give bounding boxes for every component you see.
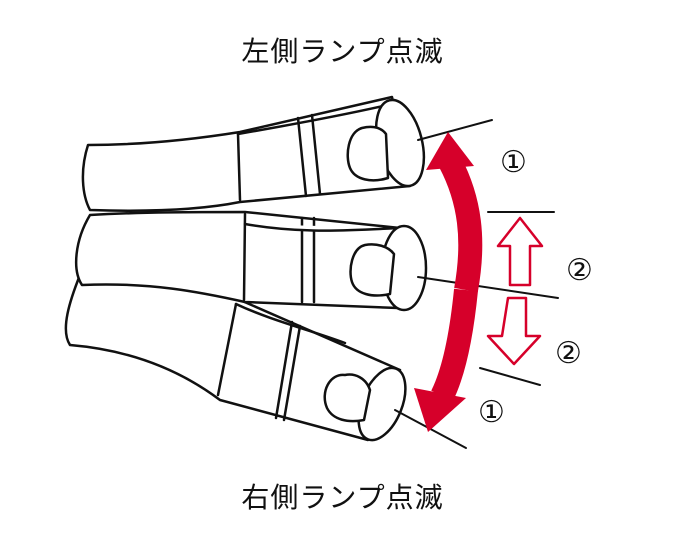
full-travel-arrow-upper-shaft xyxy=(439,156,483,293)
arrow-down-head xyxy=(414,388,466,432)
full-travel-arrow-lower-shaft xyxy=(431,288,478,402)
marker-half-up: ② xyxy=(566,253,593,288)
lever-right-turn-position xyxy=(64,273,407,442)
half-travel-down-arrow xyxy=(486,296,542,366)
arrow-up-head xyxy=(426,132,474,170)
lever-left-turn-position xyxy=(81,95,426,212)
lever-neutral-position xyxy=(75,210,428,312)
full-travel-arrow xyxy=(414,132,483,432)
marker-half-down: ② xyxy=(555,336,582,371)
left-turn-signal-label: 左側ランプ点滅 xyxy=(241,35,444,68)
leader-line-lower xyxy=(479,367,541,386)
leader-line-top xyxy=(417,119,493,141)
half-travel-up-arrow xyxy=(496,216,544,287)
marker-full-up: ① xyxy=(500,145,527,180)
marker-full-down: ① xyxy=(478,395,505,430)
right-turn-signal-label: 右側ランプ点滅 xyxy=(241,481,444,514)
half-travel-arrows xyxy=(486,216,544,366)
leader-lines xyxy=(394,119,559,449)
leader-line-middle xyxy=(417,276,559,299)
